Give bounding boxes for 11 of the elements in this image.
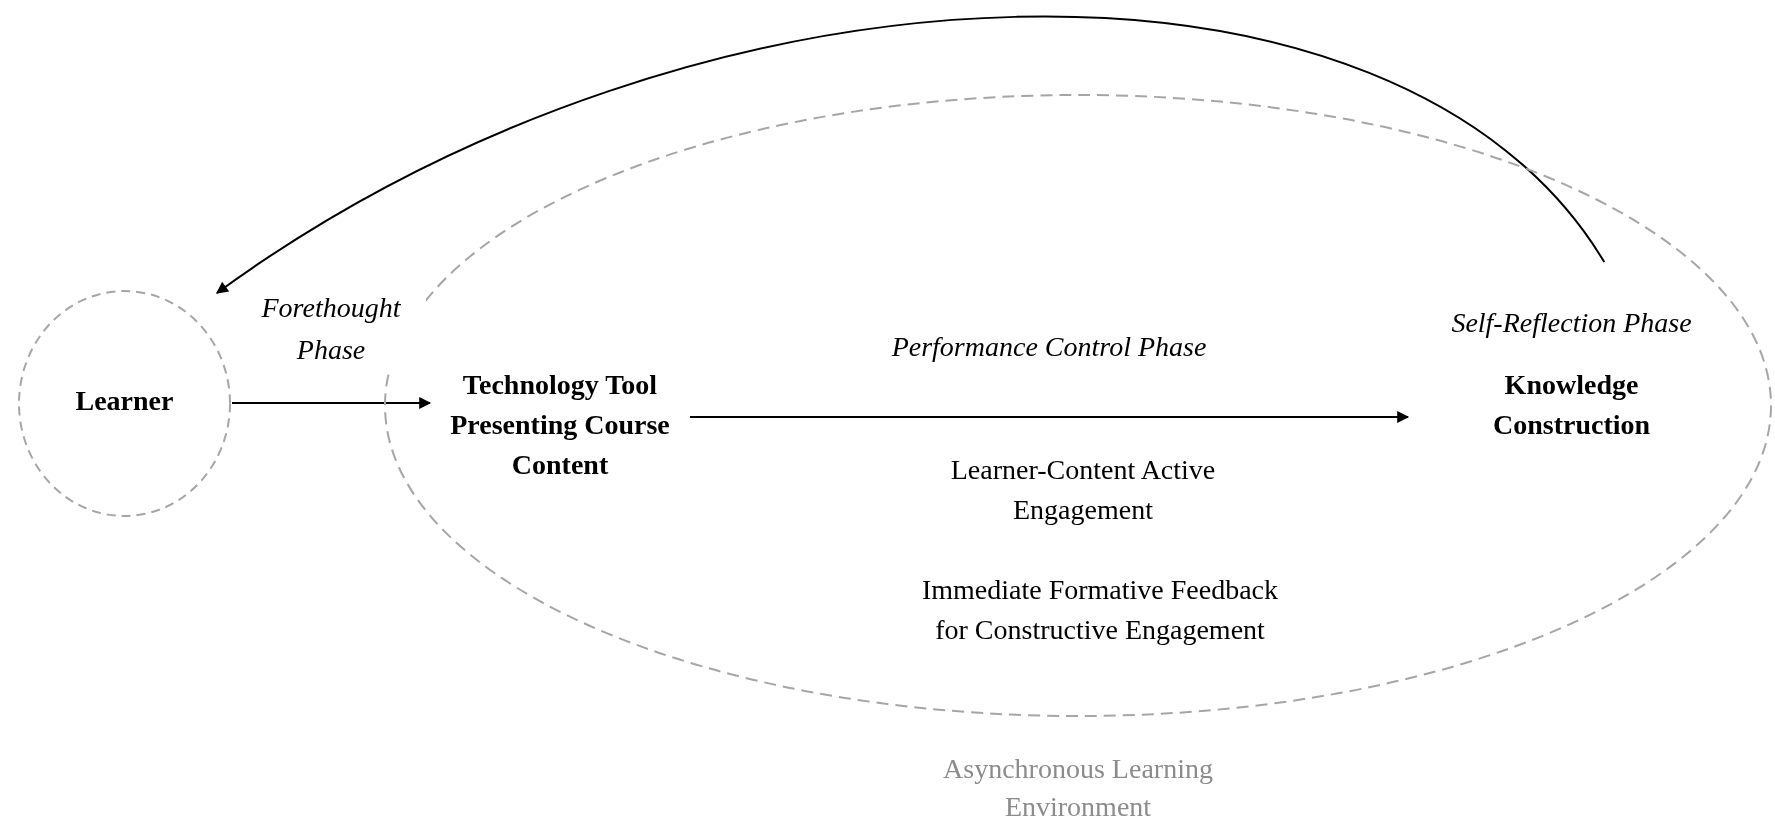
node-label: Learner xyxy=(74,383,175,418)
arrow xyxy=(689,411,1410,423)
arrow xyxy=(231,397,432,409)
engagement-text: Immediate Formative Feedback for Constructive Engagement xyxy=(920,573,1280,647)
environment-label: Asynchronous Learning Environment xyxy=(942,752,1214,818)
dashed-circle xyxy=(17,289,232,518)
node-label: Knowledge Construction xyxy=(1491,368,1652,442)
arrow xyxy=(215,15,1606,294)
engagement-text: Learner-Content Active Engagement xyxy=(949,453,1217,527)
node-label: Technology Tool Presenting Course Content xyxy=(449,368,671,482)
phase-label: Self-Reflection Phase xyxy=(1450,306,1693,340)
